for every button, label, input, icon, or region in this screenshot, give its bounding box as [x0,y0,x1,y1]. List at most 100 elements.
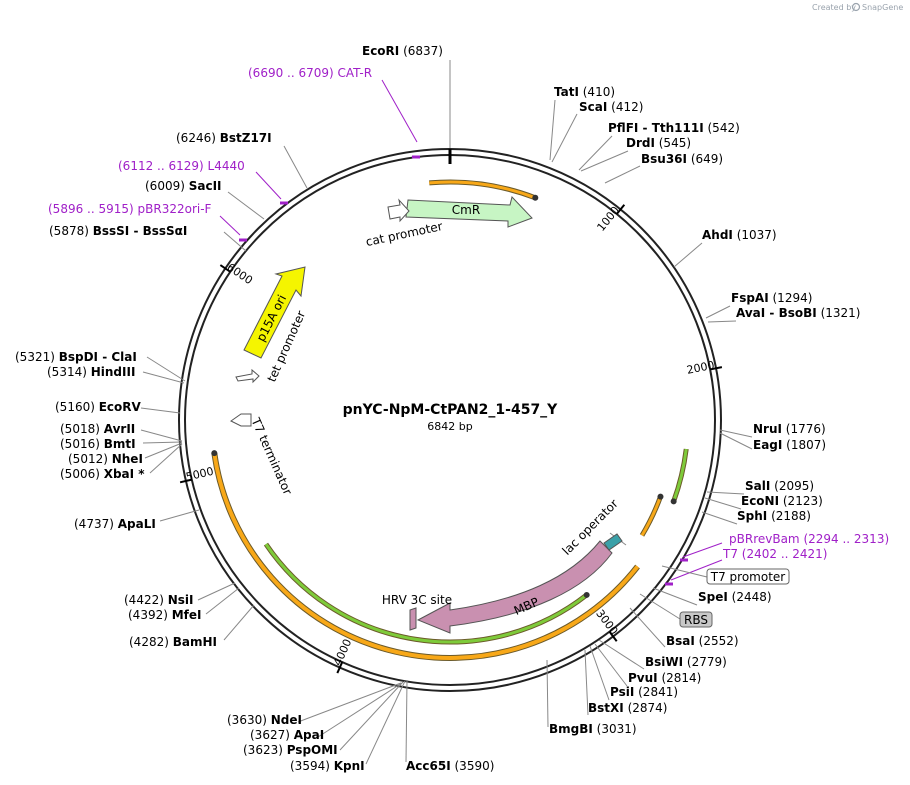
primer-leader-pbrrevbam [682,542,723,558]
green-orf-arc-right-arrowhead [670,498,677,505]
site-label-psii[interactable]: PsiI (2841) [610,685,678,699]
site-label-drdi[interactable]: DrdI (545) [626,136,691,150]
site-label-ecorv[interactable]: (5160) EcoRV [55,400,142,414]
site-label-tati[interactable]: TatI (410) [554,85,615,99]
site-label-bamhi[interactable]: (4282) BamHI [129,635,217,649]
site-label-avrii[interactable]: (5018) AvrII [60,422,135,436]
site-label-bspdi[interactable]: (5321) BspDI - ClaI [15,350,137,364]
site-label-ndei[interactable]: (3630) NdeI [227,713,302,727]
p15a-ori-arrow[interactable] [243,266,306,359]
hrv-3c-site-box[interactable] [409,607,417,631]
cat-promoter-arrow[interactable] [387,198,410,223]
site-name-scai: ScaI [579,100,607,114]
site-label-bsssi[interactable]: (5878) BssSI - BssSαI [49,224,187,238]
rbs-box[interactable] [679,611,713,628]
primer-label-pbrrevbam[interactable]: pBRrevBam (2294 .. 2313) [729,532,889,546]
tet-promoter-arrow[interactable] [235,368,260,384]
site-sep-bspdi: - [98,350,111,364]
tick-mark-1000 [615,204,626,215]
leader-bsai [629,607,666,648]
site-label-pvui[interactable]: PvuI (2814) [628,671,701,685]
site-name-mfei: MfeI [172,608,202,622]
site-pos-bsai: (2552) [695,634,739,648]
site-label-nhei[interactable]: (5012) NheI [68,452,143,466]
site-label-acc65i[interactable]: Acc65I (3590) [406,759,494,773]
primer-range-pbrrevbam: (2294 .. 2313) [803,532,889,546]
site-pos-bsu36i: (649) [687,152,723,166]
site-name-bspdi: BspDI [59,350,98,364]
t7-promoter-box[interactable] [706,568,790,585]
site-label-bsu36i[interactable]: Bsu36I (649) [641,152,723,166]
cmr-feature-arrow[interactable] [405,195,533,228]
primer-label-cat-r[interactable]: (6690 .. 6709) CAT-R [248,66,372,80]
leader-psii [589,645,610,701]
site-label-eagi[interactable]: EagI (1807) [753,438,826,452]
site-name-pspomi: PspOMI [287,743,338,757]
site-pos-bstxi: (2874) [624,701,668,715]
primer-label-l4440[interactable]: (6112 .. 6129) L4440 [118,159,245,173]
t7-terminator-shape[interactable] [230,413,252,427]
orange-orf-arc-right[interactable] [640,496,662,537]
site-label-kpni[interactable]: (3594) KpnI [290,759,365,773]
site-label-bmti[interactable]: (5016) BmtI [60,437,136,451]
site-label-bmgbi[interactable]: BmgBI (3031) [549,722,637,736]
site-name-nhei: NheI [112,452,143,466]
tick-label-6000: 6000 [224,261,254,287]
site-name-kpni: KpnI [334,759,365,773]
site-label-sphi[interactable]: SphI (2188) [737,509,811,523]
site-label-sali[interactable]: SalI (2095) [745,479,814,493]
site-name-fspai: FspAI [731,291,769,305]
site-pos-ndei: (3630) [227,713,271,727]
site-pos-apai: (3627) [250,728,294,742]
site-label-nrui[interactable]: NruI (1776) [753,422,826,436]
site-label-hindiii[interactable]: (5314) HindIII [47,365,135,379]
primer-range-t7: (2402 .. 2421) [742,547,828,561]
site-label-sacii[interactable]: (6009) SacII [145,179,222,193]
site-name-sacii: SacII [189,179,222,193]
site-label-pspomi[interactable]: (3623) PspOMI [243,743,338,757]
site-sep-pflfi: - [638,121,651,135]
green-orf-arc-main[interactable] [264,543,588,644]
primer-label-t7[interactable]: T7 (2402 .. 2421) [722,547,827,561]
primer-leader-pbr322ori-f [219,215,241,236]
tick-mark-5000 [179,478,193,484]
site-label-xbai[interactable]: (5006) XbaI * [60,467,145,481]
site-label-mfei[interactable]: (4392) MfeI [128,608,201,622]
tick-label-5000: 5000 [185,465,215,484]
primer-label-pbr322ori-f[interactable]: (5896 .. 5915) pBR322ori-F [48,202,212,216]
leader-bamhi [223,604,255,641]
site-label-nsii[interactable]: (4422) NsiI [124,593,193,607]
site-label-pflfi[interactable]: PflFI - Tth111I (542) [608,121,740,135]
site-name-eagi: EagI [753,438,782,452]
site-label-bstxi[interactable]: BstXI (2874) [588,701,667,715]
site-label-spei[interactable]: SpeI (2448) [698,590,772,604]
mbp-feature-arrow[interactable] [416,540,613,634]
lac-operator-box[interactable] [603,533,623,551]
site-label-bsai[interactable]: BsaI (2552) [666,634,739,648]
leader-ecorv [140,407,181,414]
leader-fspai [705,305,731,319]
site-label-scai[interactable]: ScaI (412) [579,100,643,114]
leader-bstz17i [283,145,308,189]
site-label-bstz17i[interactable]: (6246) BstZ17I [176,131,272,145]
site-label-ecori[interactable]: EcoRI (6837) [362,44,443,58]
cmr-label: CmR [452,203,480,217]
leader-bmti [142,441,183,444]
site-label-econi[interactable]: EcoNI (2123) [741,494,823,508]
site-name-ndei: NdeI [271,713,302,727]
site-name-tati: TatI [554,85,579,99]
site-label-avai[interactable]: AvaI - BsoBI (1321) [736,306,860,320]
leader-bstxi [584,649,589,716]
site-name-xbai: XbaI * [104,467,146,481]
tick-mark-6000 [219,264,231,273]
cmr-orf-arc[interactable] [429,180,536,200]
site-label-bsiwi[interactable]: BsiWI (2779) [645,655,727,669]
site-label-apai[interactable]: (3627) ApaI [250,728,324,742]
site-pos-scai: (412) [607,100,643,114]
site-label-ahdi[interactable]: AhdI (1037) [702,228,777,242]
site-name-ahdi: AhdI [702,228,733,242]
site-label-fspai[interactable]: FspAI (1294) [731,291,812,305]
site-label-apali[interactable]: (4737) ApaLI [74,517,156,531]
orange-orf-arc-main[interactable] [212,452,640,660]
